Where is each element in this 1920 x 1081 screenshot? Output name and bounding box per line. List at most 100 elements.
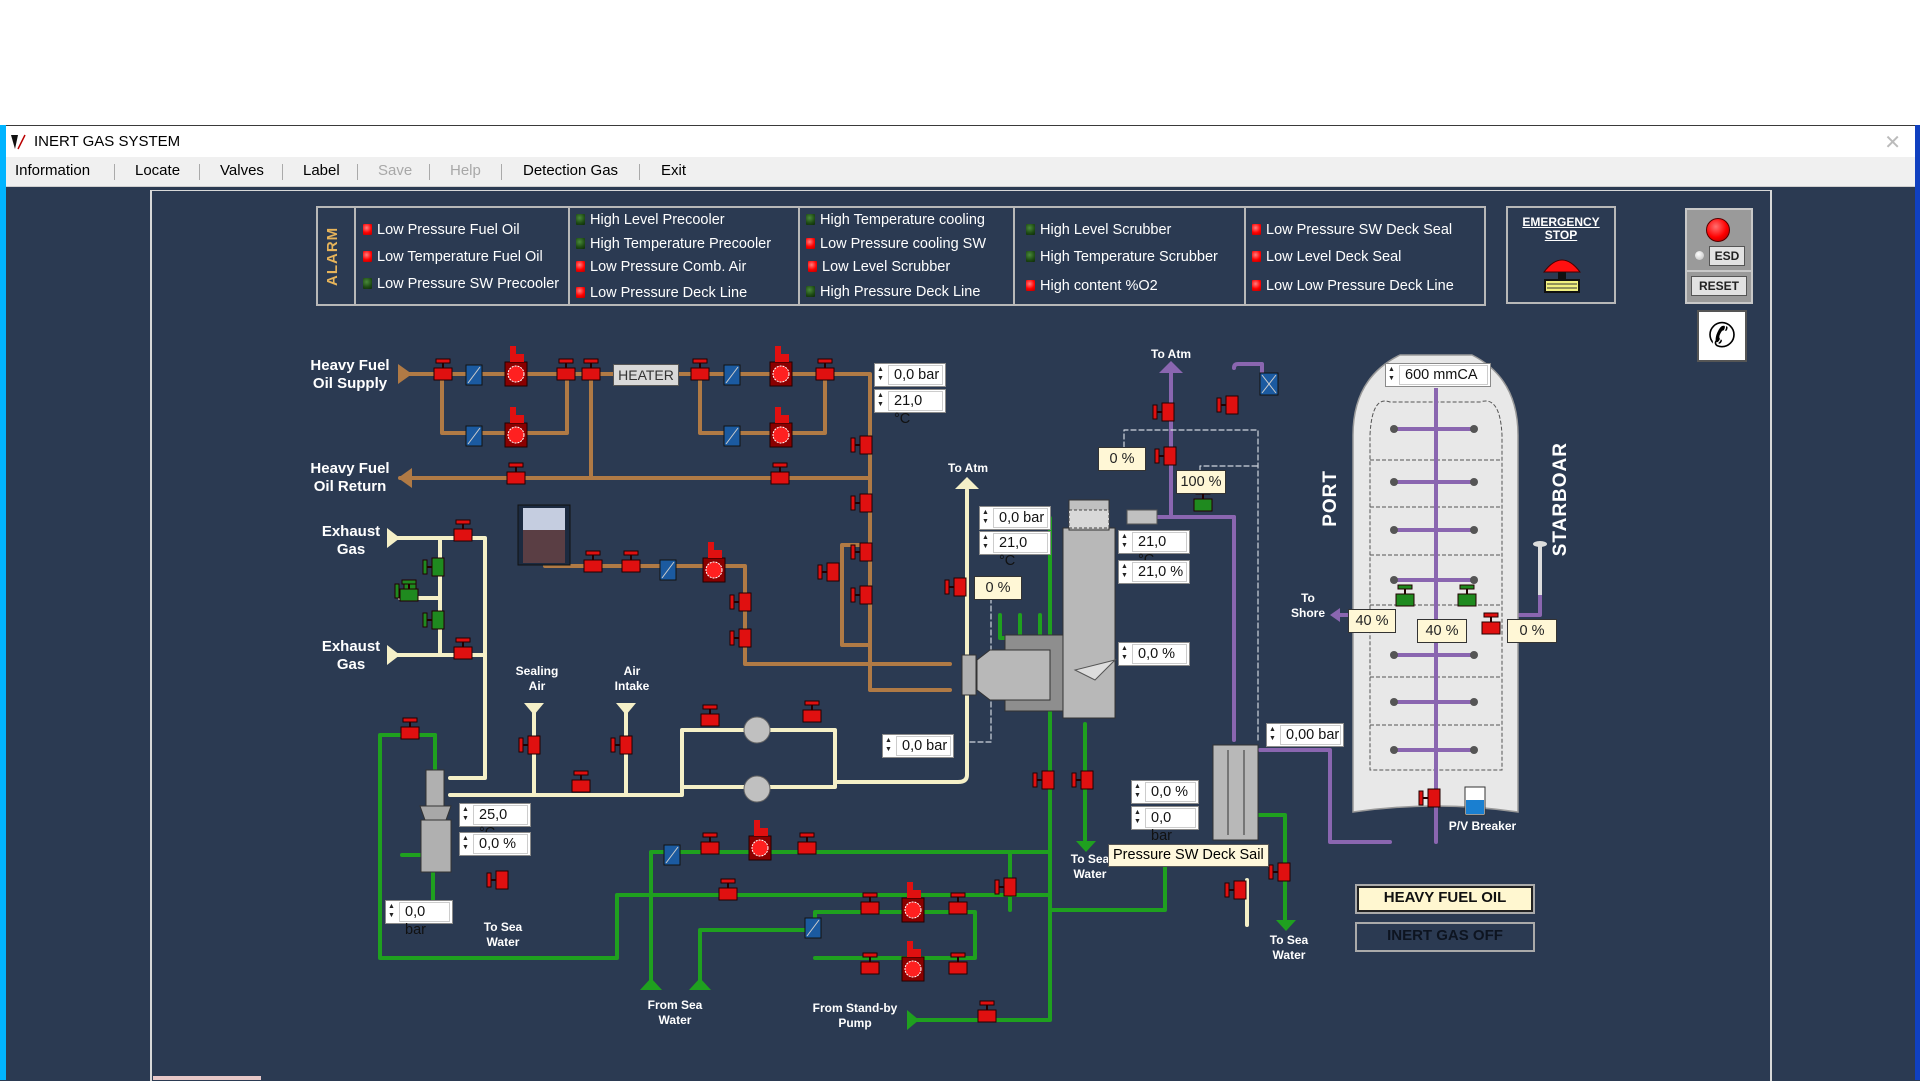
tank-pressure-readout[interactable]: ▲▼600 mmCA <box>1385 363 1491 387</box>
fuel-pressure-readout[interactable]: ▲▼0,0 bar <box>874 363 946 387</box>
burner-pressure-readout[interactable]: ▲▼0,0 bar <box>979 506 1051 530</box>
emergency-stop-button-icon[interactable] <box>1542 252 1582 296</box>
pump-icon[interactable] <box>748 820 772 861</box>
menu-label[interactable]: Label <box>303 162 340 179</box>
menu-help[interactable]: Help <box>450 162 481 179</box>
valve-icon[interactable] <box>1481 612 1501 635</box>
sw-precooler-pressure-readout[interactable]: ▲▼0,0 bar <box>385 900 453 938</box>
valve-icon[interactable] <box>422 610 445 630</box>
valve-icon[interactable] <box>399 579 419 602</box>
valve-icon[interactable] <box>571 770 591 793</box>
fuel-temperature-readout[interactable]: ▲▼21,0 °C <box>874 389 946 427</box>
inert-gas-state-button[interactable]: INERT GAS OFF <box>1355 922 1535 952</box>
pump-icon[interactable] <box>702 542 726 583</box>
spinner-icon[interactable]: ▲▼ <box>1269 726 1276 742</box>
phone-icon[interactable]: ✆ <box>1697 310 1747 362</box>
pump-icon[interactable] <box>901 941 925 982</box>
valve-icon[interactable] <box>400 717 420 740</box>
blower-pressure-readout[interactable]: ▲▼0,0 bar <box>882 734 954 758</box>
spinner-icon[interactable]: ▲▼ <box>1121 533 1128 549</box>
valve-icon[interactable] <box>802 700 822 723</box>
spinner-icon[interactable]: ▲▼ <box>462 806 469 822</box>
valve-icon[interactable] <box>610 735 633 755</box>
deck-seal-level-readout[interactable]: ▲▼0,0 % <box>1131 780 1199 804</box>
fuel-mode-button[interactable]: HEAVY FUEL OIL <box>1355 884 1535 914</box>
valve-icon[interactable] <box>850 585 873 605</box>
valve-icon[interactable] <box>1216 395 1239 415</box>
valve-icon[interactable] <box>718 878 738 901</box>
valve-icon[interactable] <box>581 358 601 381</box>
valve-icon[interactable] <box>797 832 817 855</box>
oxygen-content-readout[interactable]: ▲▼21,0 % <box>1118 560 1190 584</box>
valve-icon[interactable] <box>850 435 873 455</box>
pump-icon[interactable] <box>769 346 793 387</box>
valve-icon[interactable] <box>815 358 835 381</box>
pump-icon[interactable] <box>901 882 925 923</box>
valve-icon[interactable] <box>860 892 880 915</box>
menu-exit[interactable]: Exit <box>661 162 687 179</box>
reset-button[interactable]: RESET <box>1691 276 1747 296</box>
burner-temperature-readout[interactable]: ▲▼21,0 °C <box>979 531 1051 569</box>
pump-icon[interactable] <box>504 346 528 387</box>
valve-icon[interactable] <box>944 577 967 597</box>
valve-icon[interactable] <box>1457 584 1477 607</box>
valve-icon[interactable] <box>453 519 473 542</box>
valve-icon[interactable] <box>1154 446 1177 466</box>
deck-line-pressure-readout[interactable]: ▲▼0,00 bar <box>1266 723 1344 747</box>
scrubber-out-temp-readout[interactable]: ▲▼21,0 °C <box>1118 530 1190 568</box>
valve-icon[interactable] <box>583 550 603 573</box>
valve-icon[interactable] <box>770 462 790 485</box>
valve-icon[interactable] <box>1152 402 1175 422</box>
valve-icon[interactable] <box>486 870 509 890</box>
valve-icon[interactable] <box>860 952 880 975</box>
menu-valves[interactable]: Valves <box>220 162 264 179</box>
valve-icon[interactable] <box>621 550 641 573</box>
valve-icon[interactable] <box>1418 788 1441 808</box>
spinner-icon[interactable]: ▲▼ <box>982 534 989 550</box>
spinner-icon[interactable]: ▲▼ <box>982 509 989 525</box>
valve-icon[interactable] <box>729 592 752 612</box>
spinner-icon[interactable]: ▲▼ <box>1388 366 1395 382</box>
valve-icon[interactable] <box>948 892 968 915</box>
valve-icon[interactable] <box>1224 880 1247 900</box>
valve-icon[interactable] <box>1268 862 1291 882</box>
pump-icon[interactable] <box>769 407 793 448</box>
esd-button[interactable]: ESD <box>1709 246 1745 266</box>
spinner-icon[interactable]: ▲▼ <box>1134 809 1141 825</box>
valve-icon[interactable] <box>556 358 576 381</box>
valve-icon[interactable] <box>1032 770 1055 790</box>
valve-icon[interactable] <box>948 952 968 975</box>
spinner-icon[interactable]: ▲▼ <box>1134 783 1141 799</box>
pump-icon[interactable] <box>504 407 528 448</box>
valve-icon[interactable] <box>850 493 873 513</box>
menu-information[interactable]: Information <box>15 162 91 179</box>
valve-icon[interactable] <box>506 462 526 485</box>
valve-icon[interactable] <box>453 637 473 660</box>
spinner-icon[interactable]: ▲▼ <box>1121 645 1128 661</box>
spinner-icon[interactable]: ▲▼ <box>1121 563 1128 579</box>
scrubber-level-readout[interactable]: ▲▼0,0 % <box>1118 642 1190 666</box>
spinner-icon[interactable]: ▲▼ <box>388 903 395 919</box>
valve-icon[interactable] <box>518 735 541 755</box>
menu-locate[interactable]: Locate <box>135 162 181 179</box>
valve-icon[interactable] <box>994 877 1017 897</box>
precooler-temperature-readout[interactable]: ▲▼25,0 °C <box>459 803 531 841</box>
valve-icon[interactable] <box>422 557 445 577</box>
valve-icon[interactable] <box>690 358 710 381</box>
valve-icon[interactable] <box>817 562 840 582</box>
valve-icon[interactable] <box>433 358 453 381</box>
menu-save[interactable]: Save <box>378 162 413 179</box>
valve-icon[interactable] <box>1395 584 1415 607</box>
valve-icon[interactable] <box>729 628 752 648</box>
valve-icon[interactable] <box>700 832 720 855</box>
deck-seal-sw-pressure-readout[interactable]: ▲▼0,0 bar <box>1131 806 1199 844</box>
close-icon[interactable]: ✕ <box>1884 132 1901 154</box>
valve-icon[interactable] <box>977 1000 997 1023</box>
menu-detection-gas[interactable]: Detection Gas <box>523 162 619 179</box>
spinner-icon[interactable]: ▲▼ <box>877 366 884 382</box>
valve-icon[interactable] <box>850 542 873 562</box>
spinner-icon[interactable]: ▲▼ <box>885 737 892 753</box>
valve-icon[interactable] <box>700 704 720 727</box>
spinner-icon[interactable]: ▲▼ <box>877 392 884 408</box>
spinner-icon[interactable]: ▲▼ <box>462 835 469 851</box>
